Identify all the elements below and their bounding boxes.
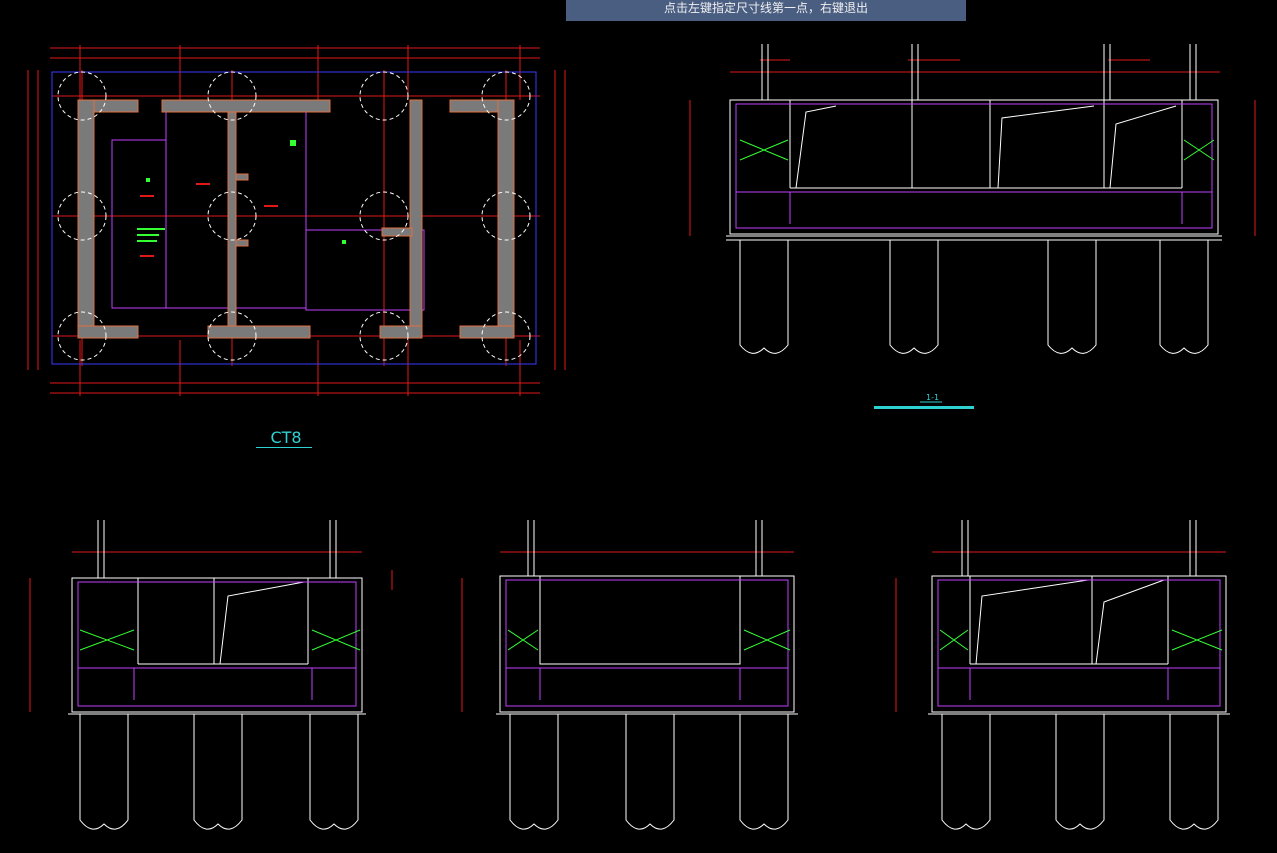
section-1-1-rebar xyxy=(735,103,1213,229)
section-c-dimensions xyxy=(895,551,1226,712)
plan-text-marks xyxy=(137,140,346,244)
section-1-1-dimensions xyxy=(689,59,1256,236)
section-a-rebar xyxy=(77,581,357,707)
section-a-outline xyxy=(68,520,366,715)
plan-walls xyxy=(77,99,515,339)
plan-elevation-marks xyxy=(140,183,278,257)
section-a-cross-marks xyxy=(79,629,361,651)
plan-piles xyxy=(57,71,531,361)
section-label: 1-1 xyxy=(926,393,939,402)
section-b-view xyxy=(461,520,798,830)
section-c-outline xyxy=(928,520,1230,715)
section-a-view xyxy=(29,520,393,830)
section-b-dimensions xyxy=(461,551,794,712)
command-prompt-text: 点击左键指定尺寸线第一点，右键退出 xyxy=(663,1,868,15)
plan-title-underline xyxy=(256,447,312,448)
section-c-rebar xyxy=(937,579,1221,707)
section-note-text xyxy=(874,406,974,409)
plan-inner-outline xyxy=(111,109,425,311)
section-b-piles xyxy=(509,714,789,830)
plan-pile-cap-boundary xyxy=(51,71,537,365)
plan-dimension-lines xyxy=(27,45,566,396)
section-c-piles xyxy=(941,714,1219,830)
section-1-1-cross-marks xyxy=(739,139,1215,161)
section-b-outline xyxy=(496,520,798,715)
section-a-dimensions xyxy=(29,551,393,712)
section-c-view xyxy=(895,520,1230,830)
plan-title: CT8 xyxy=(270,428,302,447)
foundation-plan-view xyxy=(27,45,566,396)
section-1-1-outline xyxy=(726,44,1222,241)
command-prompt-bar: 点击左键指定尺寸线第一点，右键退出 xyxy=(566,0,966,21)
section-b-cross-marks xyxy=(507,629,791,651)
section-1-1-piles xyxy=(739,240,1209,354)
section-1-1-view xyxy=(689,44,1256,354)
section-c-cross-marks xyxy=(939,629,1223,651)
section-a-piles xyxy=(79,714,359,830)
section-b-rebar xyxy=(505,579,789,707)
